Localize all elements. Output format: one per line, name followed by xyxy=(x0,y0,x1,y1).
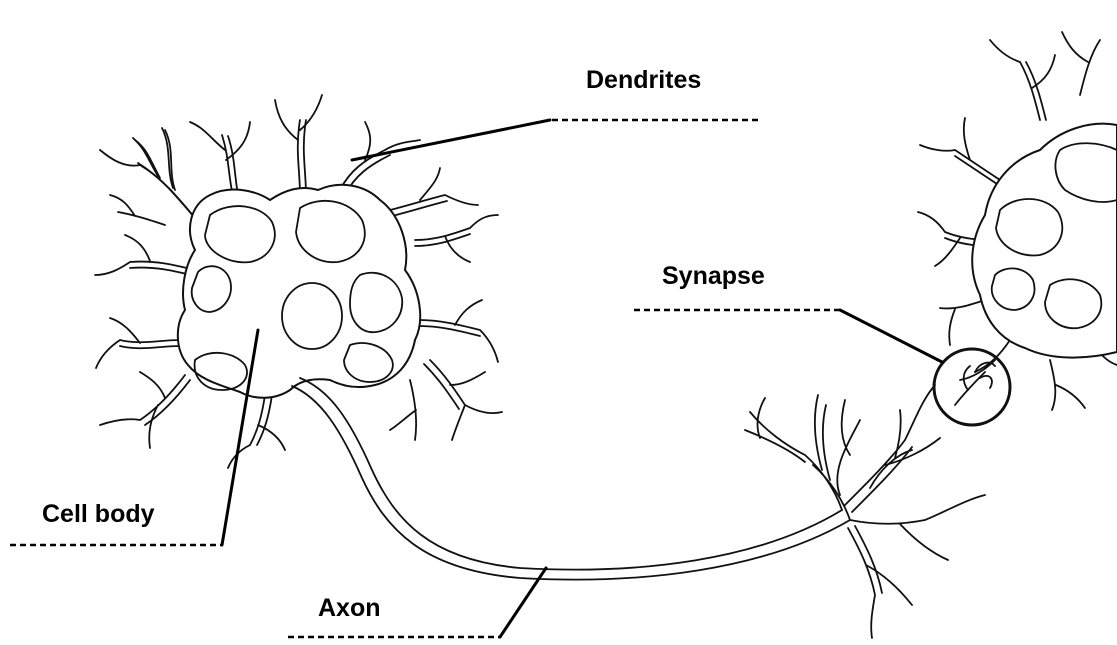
axon-terminal xyxy=(745,385,985,638)
synapse-circle xyxy=(934,349,1010,425)
axon-line-inner xyxy=(292,386,850,580)
label-synapse: Synapse xyxy=(662,262,765,290)
dendrites-leader xyxy=(352,120,550,160)
axon xyxy=(292,378,850,580)
label-axon: Axon xyxy=(318,594,381,622)
neuron-left xyxy=(95,95,502,468)
synapse-circle-group xyxy=(934,349,1010,425)
label-dendrites: Dendrites xyxy=(586,66,701,94)
neuron-right xyxy=(918,32,1117,410)
synapse-detail xyxy=(955,363,995,405)
synapse-leader xyxy=(840,310,942,362)
label-cell-body: Cell body xyxy=(42,500,155,528)
right-cell-body-outline xyxy=(972,124,1117,358)
